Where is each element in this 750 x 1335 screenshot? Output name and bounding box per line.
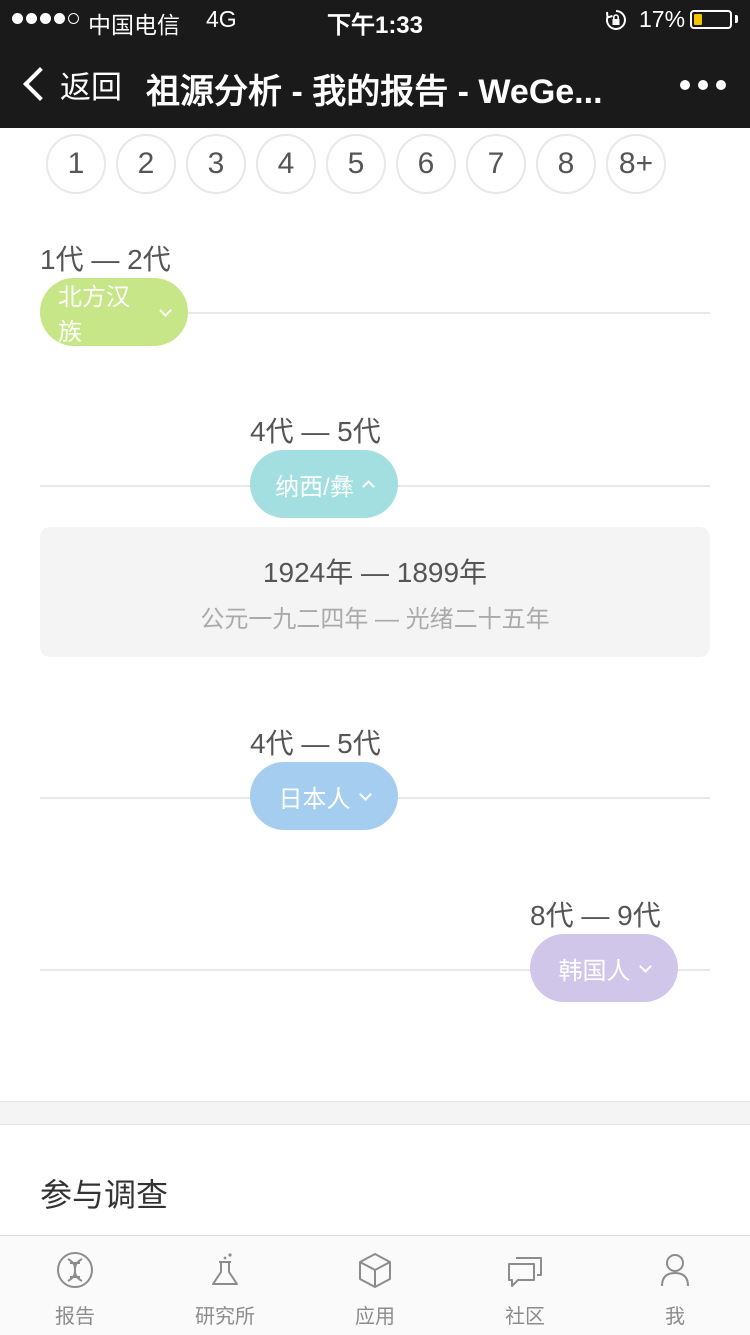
chat-icon [508, 1257, 542, 1287]
generation-button-8-plus[interactable]: 8+ [606, 134, 666, 194]
status-bar: 中国电信 4G 下午1:33 17% [0, 0, 750, 40]
generation-button-4[interactable]: 4 [256, 134, 316, 194]
chevron-up-icon [361, 480, 375, 493]
tab-label: 研究所 [195, 1306, 255, 1328]
tab-report[interactable]: 报告 [0, 1236, 150, 1335]
ancestry-pill-1[interactable]: 北方汉族 [40, 278, 188, 346]
tab-lab[interactable]: 研究所 [150, 1236, 300, 1335]
ancestry-label: 韩国人 [558, 957, 631, 985]
tab-apps[interactable]: 应用 [300, 1236, 450, 1335]
generation-button-1[interactable]: 1 [46, 134, 106, 194]
battery-tip [735, 15, 738, 23]
detail-years: 1924年 — 1899年 [262, 557, 488, 588]
generation-range: 8代 — 9代 [530, 900, 661, 931]
tab-label: 社区 [505, 1306, 545, 1328]
generation-button-6[interactable]: 6 [396, 134, 456, 194]
tab-label: 报告 [55, 1306, 95, 1328]
cube-icon [359, 1253, 391, 1288]
chevron-down-icon [358, 787, 372, 801]
chevron-left-icon [23, 67, 57, 101]
status-time: 下午1:33 [326, 12, 424, 39]
ancestry-label: 日本人 [278, 785, 351, 813]
back-label: 返回 [60, 69, 122, 105]
carrier-name: 中国电信 [88, 12, 180, 38]
detail-chinese-years: 公元一九二四年 — 光绪二十五年 [200, 606, 550, 633]
top-bar: 中国电信 4G 下午1:33 17% 返回 祖源分析 - 我的报告 - WeGe… [0, 0, 750, 128]
back-button[interactable]: 返回 [18, 62, 122, 106]
survey-heading: 参与调查 [40, 1177, 169, 1213]
generation-button-5[interactable]: 5 [326, 134, 386, 194]
chevron-down-icon [638, 959, 652, 973]
timeline-line [40, 312, 710, 314]
page-title: 祖源分析 - 我的报告 - WeGe... [146, 73, 603, 111]
signal-strength-icon [12, 13, 79, 24]
dna-icon [57, 1252, 93, 1288]
generation-range: 1代 — 2代 [40, 244, 171, 275]
navigation-bar: 返回 祖源分析 - 我的报告 - WeGe... [0, 40, 750, 128]
generation-button-7[interactable]: 7 [466, 134, 526, 194]
ancestry-label: 纳西/彝 [275, 473, 354, 501]
generation-range: 4代 — 5代 [250, 728, 381, 759]
generation-button-3[interactable]: 3 [186, 134, 246, 194]
ancestry-pill-4[interactable]: 韩国人 [530, 934, 678, 1002]
generation-range: 4代 — 5代 [250, 416, 381, 447]
ancestry-detail-panel: 1924年 — 1899年 公元一九二四年 — 光绪二十五年 [40, 527, 710, 657]
battery-icon [690, 10, 732, 29]
generation-button-8[interactable]: 8 [536, 134, 596, 194]
tab-label: 应用 [355, 1306, 395, 1328]
timeline-line [40, 969, 710, 971]
section-divider [0, 1101, 750, 1125]
generation-selector: 1 2 3 4 5 6 7 8 8+ [46, 134, 666, 194]
battery-level [694, 14, 702, 25]
flask-icon [212, 1253, 238, 1285]
tab-bar: 报告 研究所 应用 社区 我 [0, 1235, 750, 1335]
rotation-lock-icon [606, 10, 626, 30]
generation-button-2[interactable]: 2 [116, 134, 176, 194]
tab-label: 我 [665, 1306, 685, 1328]
tab-community[interactable]: 社区 [450, 1236, 600, 1335]
ancestry-label: 北方汉族 [58, 284, 130, 346]
battery-percentage: 17% [639, 6, 686, 32]
tab-me[interactable]: 我 [600, 1236, 750, 1335]
more-dots-icon[interactable] [680, 80, 726, 90]
user-icon [661, 1254, 689, 1287]
chevron-down-icon [159, 303, 172, 317]
network-type: 4G [206, 6, 237, 32]
ancestry-pill-2[interactable]: 纳西/彝 [250, 450, 398, 518]
ancestry-pill-3[interactable]: 日本人 [250, 762, 398, 830]
